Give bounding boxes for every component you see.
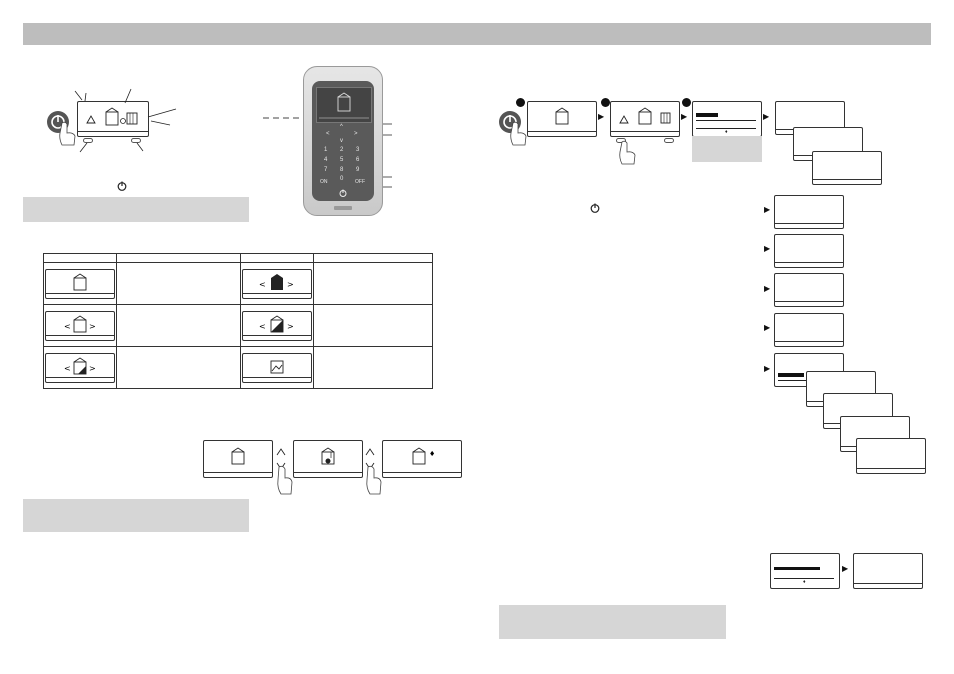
menu-highlight-bar	[774, 567, 820, 570]
step-arrow-2: ▶	[681, 112, 688, 121]
nav-screen-2	[293, 440, 363, 478]
key-down[interactable]: v	[340, 138, 343, 144]
key-8[interactable]: 8	[340, 167, 344, 173]
softkey-left[interactable]	[616, 138, 626, 143]
menu-highlight-bar	[696, 113, 718, 117]
bottom-screen-menu: ♦	[770, 553, 840, 589]
svg-text:>: >	[89, 322, 96, 331]
scroll-indicator-icon: ♦	[725, 129, 728, 135]
screen-icon-house-partial: <>	[45, 352, 115, 383]
key-9[interactable]: 9	[356, 167, 360, 173]
icon-table: <> <> <> <>	[43, 253, 433, 389]
step-3-marker	[682, 98, 691, 107]
key-0[interactable]: 0	[340, 176, 344, 182]
nav-screen-3: ♦	[382, 440, 462, 478]
key-3[interactable]: 3	[356, 147, 360, 153]
list-screen-1	[774, 195, 844, 229]
cascade-screen-a3	[812, 151, 882, 185]
section-heading-panel	[23, 197, 249, 222]
section-heading-panel-2	[23, 499, 249, 532]
finger-press-icon	[59, 121, 76, 146]
softkey-left[interactable]	[83, 138, 93, 143]
list-arrow-2: ▶	[764, 244, 771, 253]
keypad-logo	[334, 206, 352, 210]
key-right[interactable]: >	[354, 131, 358, 137]
keypad-device: ^ < > v 1 2 3 4 5 6 7 8 9 0 ON OFF	[303, 66, 383, 216]
screen-icon-house-select: <>	[45, 310, 115, 341]
menu-highlight-bar	[778, 373, 804, 377]
screen-shadow-panel	[692, 136, 762, 162]
key-4[interactable]: 4	[324, 157, 328, 163]
menu-line	[696, 120, 756, 121]
svg-text:>: >	[287, 280, 294, 289]
softkey-right[interactable]	[664, 138, 674, 143]
key-up[interactable]: ^	[340, 124, 343, 130]
svg-text:<: <	[64, 322, 71, 331]
screen-icon-house-filled: <>	[242, 268, 312, 299]
display-diagram	[77, 101, 149, 137]
key-2[interactable]: 2	[340, 147, 344, 153]
softkey-right[interactable]	[131, 138, 141, 143]
list-arrow-4: ▶	[764, 323, 771, 332]
step-screen-1	[527, 101, 597, 137]
step-1-marker	[516, 98, 525, 107]
power-icon-inline	[590, 203, 600, 213]
finger-press-icon	[619, 140, 636, 165]
section-heading-panel-right	[499, 605, 726, 639]
svg-text:<: <	[259, 280, 266, 289]
key-7[interactable]: 7	[324, 167, 328, 173]
key-left[interactable]: <	[326, 131, 330, 137]
list-arrow-3: ▶	[764, 284, 771, 293]
nav-screen-1	[203, 440, 273, 478]
cascade-screen-b4	[856, 438, 926, 474]
keypad-display	[316, 87, 372, 123]
svg-text:<: <	[64, 364, 71, 373]
finger-press-icon	[510, 121, 527, 146]
screen-icon-house-half: <>	[242, 310, 312, 341]
key-on[interactable]: ON	[320, 179, 328, 185]
warning-icon	[86, 115, 96, 124]
screen-icon-house	[45, 268, 115, 299]
step-2-marker	[601, 98, 610, 107]
keypad-power-icon	[339, 189, 347, 197]
menu-line	[774, 578, 834, 579]
step-arrow-1: ▶	[598, 112, 605, 121]
list-arrow-5: ▶	[764, 364, 771, 373]
list-screen-3	[774, 273, 844, 307]
svg-text:>: >	[89, 364, 96, 373]
list-arrow-1: ▶	[764, 205, 771, 214]
key-1[interactable]: 1	[324, 147, 328, 153]
svg-text:<: <	[259, 322, 266, 331]
svg-text:♦: ♦	[429, 450, 435, 458]
bottom-screen-result	[853, 553, 923, 589]
screen-icon-picture	[242, 352, 312, 383]
step-arrow-3: ▶	[763, 112, 770, 121]
key-off[interactable]: OFF	[355, 179, 365, 185]
menu-line	[696, 128, 756, 129]
power-icon-inline	[117, 181, 127, 191]
step-screen-3-menu: ♦	[692, 101, 762, 137]
header-bar	[23, 23, 931, 45]
key-5[interactable]: 5	[340, 157, 344, 163]
svg-text:>: >	[287, 322, 294, 331]
key-6[interactable]: 6	[356, 157, 360, 163]
list-screen-4	[774, 313, 844, 347]
scroll-indicator-icon: ♦	[803, 579, 806, 585]
bottom-arrow: ▶	[842, 564, 849, 573]
list-screen-2	[774, 234, 844, 268]
step-screen-2	[610, 101, 680, 137]
